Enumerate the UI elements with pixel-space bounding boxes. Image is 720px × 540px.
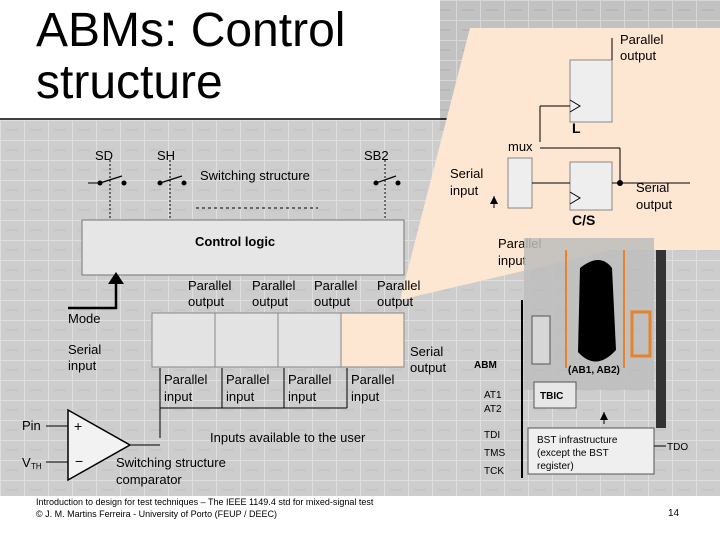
label-sd: SD <box>95 148 113 163</box>
page-number: 14 <box>668 508 680 519</box>
svg-text:Parallel: Parallel <box>188 278 231 293</box>
svg-text:input: input <box>498 253 527 268</box>
slide-title-line1: ABMs: Control <box>36 4 346 57</box>
label-switching-structure: Switching structure <box>200 168 310 183</box>
svg-text:Parallel: Parallel <box>252 278 295 293</box>
svg-text:Serial: Serial <box>636 180 669 195</box>
label-at2: AT2 <box>484 404 502 415</box>
svg-text:Serial: Serial <box>450 166 483 181</box>
control-logic-box <box>81 219 405 276</box>
label-bst-1: BST infrastructure <box>537 435 618 446</box>
svg-text:input: input <box>288 389 317 404</box>
parallel-input-labels: Parallel input Parallel input Parallel inpu… <box>164 372 394 404</box>
register-cell-3 <box>277 312 342 368</box>
svg-text:input: input <box>351 389 380 404</box>
svg-text:L: L <box>572 120 581 136</box>
label-vth-subscript: TH <box>31 462 42 471</box>
svg-text:output: output <box>188 294 225 309</box>
mode-arrow <box>68 280 118 310</box>
label-pin: Pin <box>22 418 41 433</box>
label-tdo: TDO <box>667 442 688 453</box>
svg-text:output: output <box>636 197 673 212</box>
label-inputs-available: Inputs available to the user <box>210 430 366 445</box>
comparator-symbol: + − <box>46 408 160 482</box>
svg-text:Parallel: Parallel <box>314 278 357 293</box>
svg-text:Parallel: Parallel <box>226 372 269 387</box>
label-serial-input-2: input <box>68 358 97 373</box>
label-tdi: TDI <box>484 430 500 441</box>
label-at1: AT1 <box>484 390 502 401</box>
svg-text:Parallel: Parallel <box>288 372 331 387</box>
switch-sd <box>88 160 127 220</box>
label-comparator-1: Switching structure <box>116 455 226 470</box>
svg-text:+: + <box>74 418 82 434</box>
svg-text:output: output <box>252 294 289 309</box>
label-tck: TCK <box>484 466 504 477</box>
zoom-callout <box>400 28 720 300</box>
label-serial-output-2: output <box>410 360 447 375</box>
label-sb2: SB2 <box>364 148 389 163</box>
label-bst-2: (except the BST <box>537 448 609 459</box>
svg-text:Parallel: Parallel <box>351 372 394 387</box>
label-ab: (AB1, AB2) <box>568 365 620 376</box>
label-vth: V <box>22 455 31 470</box>
svg-text:output: output <box>314 294 351 309</box>
svg-text:Parallel: Parallel <box>164 372 207 387</box>
label-bst-3: register) <box>537 461 574 472</box>
control-logic-label: Control logic <box>195 234 275 249</box>
svg-text:input: input <box>226 389 255 404</box>
svg-text:Parallel: Parallel <box>377 278 420 293</box>
svg-text:C/S: C/S <box>572 212 595 228</box>
label-serial-input-1: Serial <box>68 342 101 357</box>
label-mode: Mode <box>68 311 101 326</box>
svg-text:input: input <box>450 183 479 198</box>
svg-text:Parallel: Parallel <box>620 32 663 47</box>
footer-line1: Introduction to design for test techniqu… <box>36 497 374 507</box>
label-sh: SH <box>157 148 175 163</box>
label-abm: ABM <box>474 360 497 371</box>
slide-title-line2: structure <box>36 56 223 109</box>
label-serial-output-1: Serial <box>410 344 443 359</box>
switch-sh <box>157 160 187 220</box>
register-cell-4-highlight <box>340 312 405 368</box>
label-tbic: TBIC <box>540 391 563 402</box>
register-cell-1 <box>151 312 216 368</box>
chip-area <box>521 238 666 478</box>
footer-line2: © J. M. Martins Ferreira - University of… <box>36 509 278 519</box>
svg-text:input: input <box>164 389 193 404</box>
svg-text:output: output <box>620 48 657 63</box>
register-cell-2 <box>214 312 279 368</box>
label-tms: TMS <box>484 448 505 459</box>
svg-text:mux: mux <box>508 139 533 154</box>
svg-text:output: output <box>377 294 414 309</box>
label-comparator-2: comparator <box>116 472 182 487</box>
svg-text:−: − <box>75 453 83 469</box>
switch-sb2 <box>373 160 401 220</box>
